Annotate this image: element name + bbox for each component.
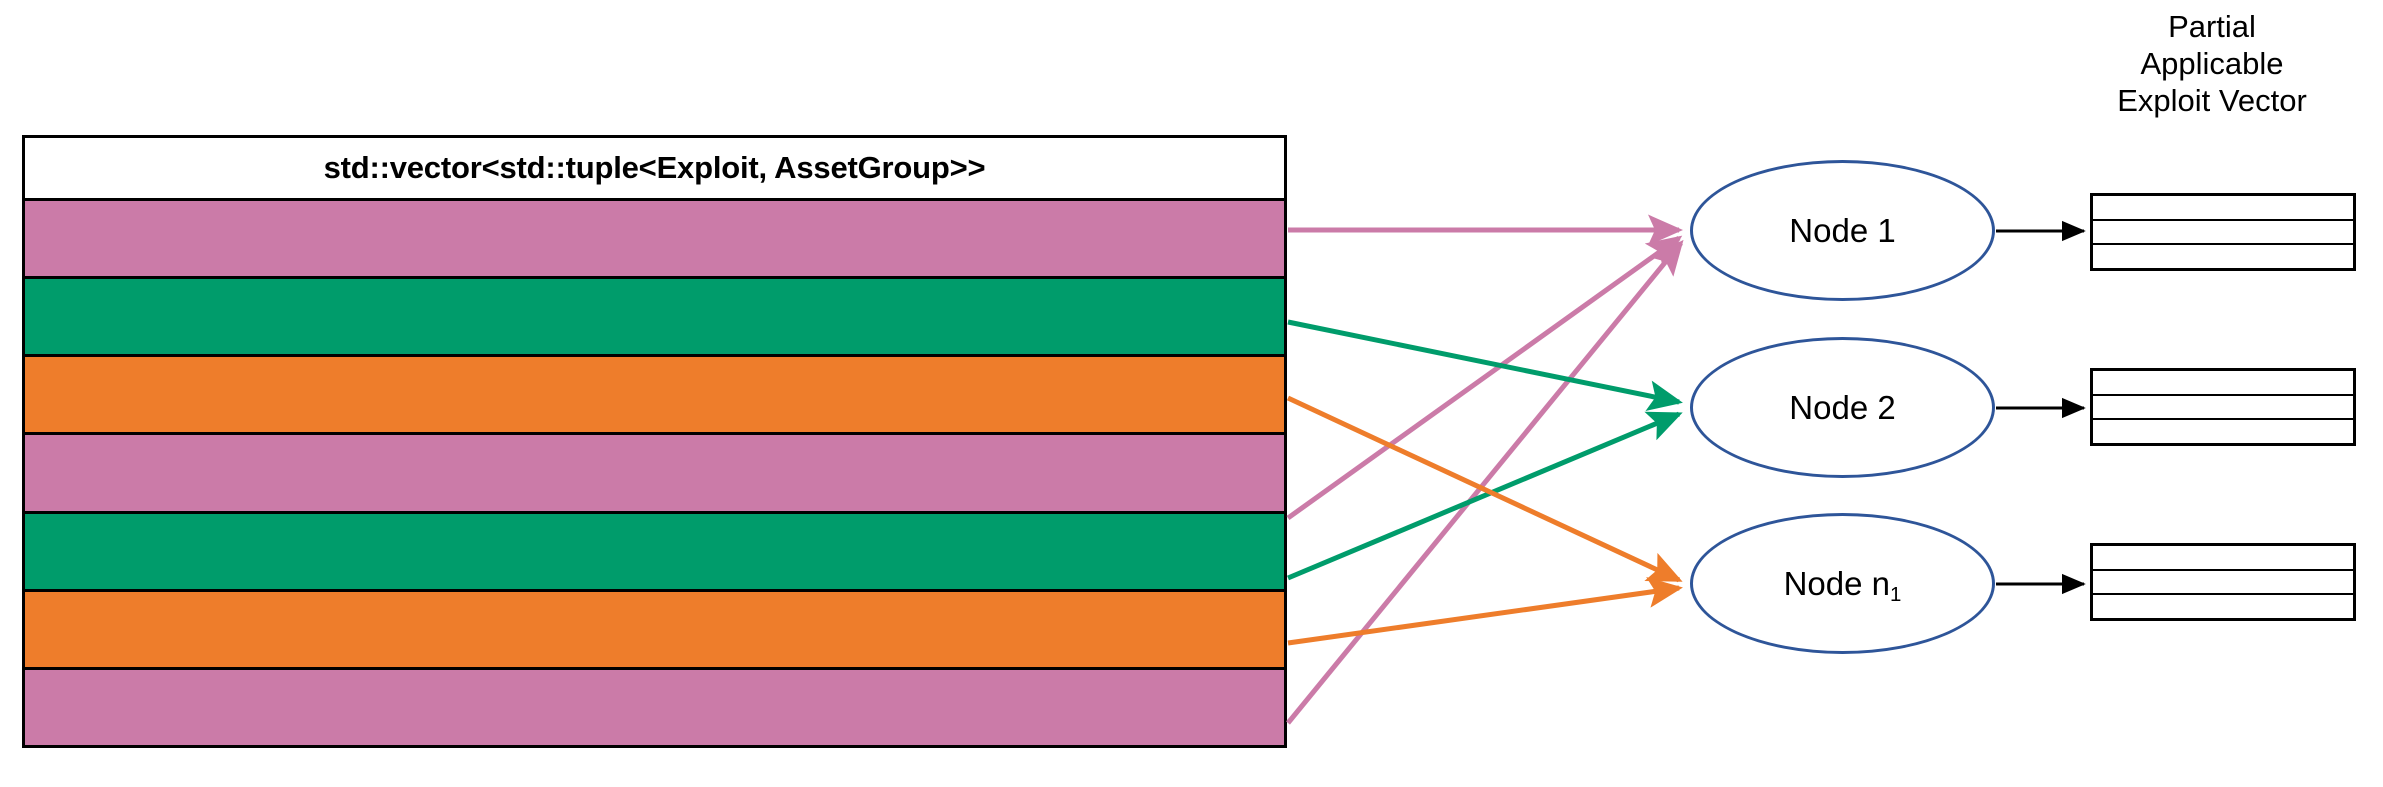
- exploit-vector-cell[interactable]: [2093, 420, 2353, 443]
- vector-table-header: std::vector<std::tuple<Exploit, AssetGro…: [25, 138, 1284, 201]
- connector-row6-to-noden1: [1287, 576, 1683, 646]
- node-n1-ellipse[interactable]: Node n1: [1690, 513, 1995, 654]
- table-row[interactable]: [25, 435, 1284, 514]
- table-row[interactable]: [25, 669, 1284, 745]
- exploit-vector-cell[interactable]: [2093, 595, 2353, 618]
- partial-exploit-vector-node1[interactable]: [2090, 193, 2356, 271]
- partial-exploit-vector-noden1[interactable]: [2090, 543, 2356, 621]
- connector-row4-to-node1: [1286, 235, 1683, 521]
- table-row[interactable]: [25, 591, 1284, 670]
- exploit-vector-cell[interactable]: [2093, 245, 2353, 268]
- node-n1-label-base: Node n: [1783, 564, 1891, 602]
- node-n1-label-subscript: 1: [1890, 583, 1902, 607]
- connector-row7-to-node1: [1286, 239, 1684, 725]
- connector-row5-to-node2: [1287, 411, 1683, 581]
- node-2-ellipse[interactable]: Node 2: [1690, 337, 1995, 478]
- exploit-vector-cell[interactable]: [2093, 546, 2353, 571]
- partial-exploit-vector-node2[interactable]: [2090, 368, 2356, 446]
- pav-label-line-3: Exploit Vector: [2117, 83, 2307, 118]
- table-row[interactable]: [25, 201, 1284, 280]
- table-row[interactable]: [25, 357, 1284, 436]
- node-1-ellipse[interactable]: Node 1: [1690, 160, 1995, 301]
- node-n1-label: Node n1: [1783, 564, 1902, 607]
- connector-row3-to-noden1: [1286, 395, 1683, 583]
- pav-label-line-1: Partial: [2168, 9, 2256, 44]
- exploit-vector-cell[interactable]: [2093, 396, 2353, 421]
- exploit-assetgroup-vector-table: std::vector<std::tuple<Exploit, AssetGro…: [22, 135, 1287, 748]
- pav-label-line-2: Applicable: [2140, 46, 2284, 81]
- node-2-label: Node 2: [1789, 388, 1896, 426]
- exploit-vector-cell[interactable]: [2093, 221, 2353, 246]
- table-row[interactable]: [25, 279, 1284, 358]
- partial-applicable-exploit-vector-label: Partial Applicable Exploit Vector: [2062, 8, 2362, 119]
- exploit-vector-cell[interactable]: [2093, 371, 2353, 396]
- connector-row2-to-node2: [1287, 319, 1683, 411]
- table-row[interactable]: [25, 513, 1284, 592]
- exploit-vector-cell[interactable]: [2093, 571, 2353, 596]
- node-1-label: Node 1: [1789, 211, 1896, 249]
- exploit-vector-cell[interactable]: [2093, 196, 2353, 221]
